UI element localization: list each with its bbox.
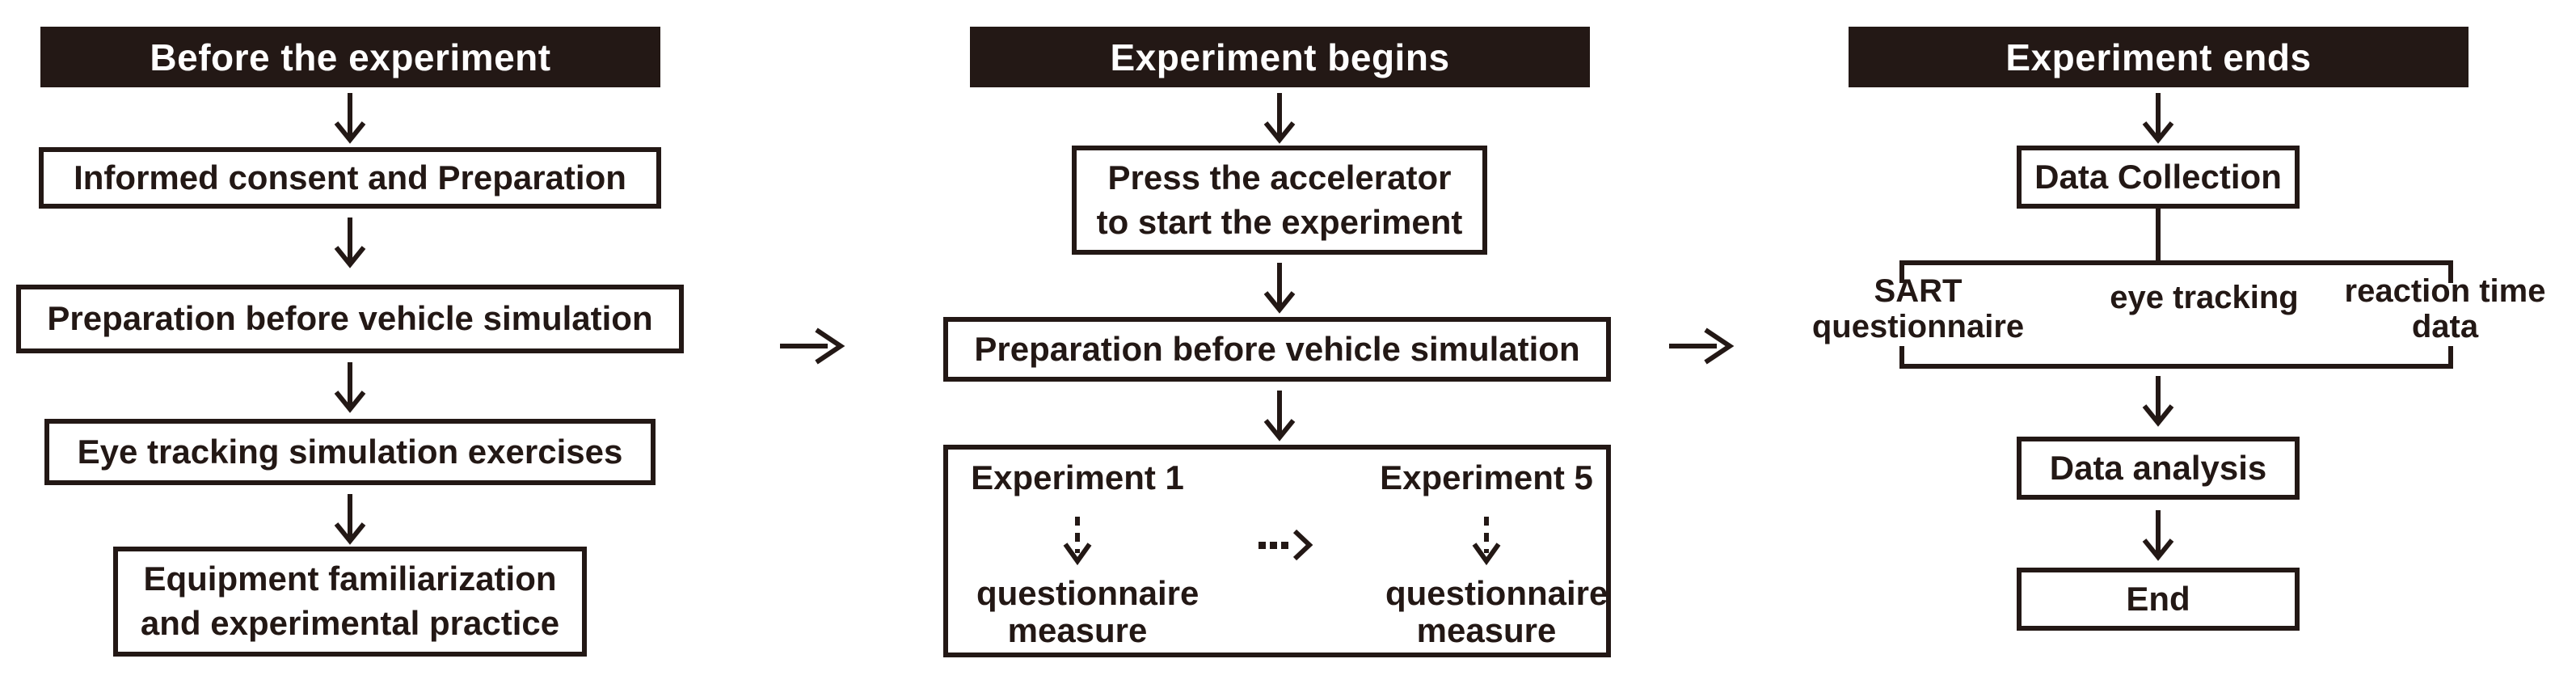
flow-box-data-collection: Data Collection bbox=[2017, 146, 2300, 209]
box-label-line: Press the accelerator bbox=[1107, 158, 1452, 196]
box-label: Eye tracking simulation exercises bbox=[77, 432, 623, 471]
down-arrow-icon bbox=[1263, 391, 1296, 441]
down-arrow-icon bbox=[334, 93, 366, 144]
box-label-line: to start the experiment bbox=[1096, 202, 1463, 241]
experiment-5-title: Experiment 5 bbox=[1380, 458, 1593, 496]
data-source-sart-questionnaire: SART questionnaire bbox=[1797, 273, 2039, 344]
dashed-down-arrow-icon bbox=[1063, 517, 1092, 566]
box-label: Data Collection bbox=[2034, 157, 2282, 196]
box-label: Data analysis bbox=[2049, 448, 2267, 487]
bracket-top bbox=[1899, 260, 2453, 283]
flow-box-press-accelerator: Press the accelerator to start the exper… bbox=[1072, 146, 1487, 255]
flow-box-preparation-before-simulation-2: Preparation before vehicle simulation bbox=[943, 317, 1611, 382]
label-line: SART bbox=[1874, 273, 1963, 309]
data-source-reaction-time: reaction time data bbox=[2324, 273, 2566, 344]
questionnaire-measure-right: questionnaire measure bbox=[1385, 574, 1608, 650]
down-arrow-icon bbox=[334, 494, 366, 545]
box-label: Preparation before vehicle simulation bbox=[974, 329, 1580, 368]
label-line: data bbox=[2411, 309, 2479, 344]
label-line: questionnaire bbox=[976, 574, 1199, 612]
flow-box-equipment-familiarization: Equipment familiarization and experiment… bbox=[113, 547, 587, 657]
box-label: End bbox=[2126, 579, 2190, 618]
box-label-line: Equipment familiarization bbox=[143, 560, 557, 598]
flow-box-data-analysis: Data analysis bbox=[2017, 437, 2300, 500]
dashed-down-arrow-icon bbox=[1472, 517, 1501, 566]
flow-box-eye-tracking-exercises: Eye tracking simulation exercises bbox=[44, 419, 656, 485]
down-arrow-icon bbox=[334, 218, 366, 268]
experiment-1-title: Experiment 1 bbox=[971, 458, 1184, 496]
label-line: questionnaire bbox=[1811, 309, 2025, 344]
box-label-line: and experimental practice bbox=[140, 604, 560, 642]
down-arrow-icon bbox=[2142, 376, 2174, 427]
label-line: measure bbox=[1416, 611, 1557, 650]
flow-box-informed-consent: Informed consent and Preparation bbox=[39, 147, 661, 209]
connector-line bbox=[2156, 209, 2161, 260]
label-line: questionnaire bbox=[1385, 574, 1608, 612]
label-line: reaction time bbox=[2344, 273, 2546, 309]
bracket-bottom bbox=[1899, 346, 2453, 369]
right-arrow-icon bbox=[1669, 327, 1735, 365]
right-arrow-icon bbox=[780, 327, 845, 365]
header-experiment-ends: Experiment ends bbox=[1849, 27, 2468, 87]
label-line: measure bbox=[1007, 611, 1148, 650]
down-arrow-icon bbox=[2142, 510, 2174, 561]
down-arrow-icon bbox=[2142, 93, 2174, 144]
data-source-eye-tracking: eye tracking bbox=[2110, 280, 2299, 315]
flow-box-end: End bbox=[2017, 568, 2300, 631]
down-arrow-icon bbox=[334, 362, 366, 413]
box-label: Preparation before vehicle simulation bbox=[47, 299, 653, 338]
flow-box-preparation-before-simulation: Preparation before vehicle simulation bbox=[16, 285, 684, 353]
flow-box-experiment-series: Experiment 1 Experiment 5 questionnaire … bbox=[943, 445, 1611, 657]
header-experiment-begins: Experiment begins bbox=[970, 27, 1590, 87]
down-arrow-icon bbox=[1263, 93, 1296, 144]
box-label: Informed consent and Preparation bbox=[74, 158, 626, 196]
ellipsis-right-arrow-icon bbox=[1258, 529, 1313, 561]
questionnaire-measure-left: questionnaire measure bbox=[976, 574, 1199, 650]
down-arrow-icon bbox=[1263, 263, 1296, 314]
header-before-experiment: Before the experiment bbox=[40, 27, 660, 87]
